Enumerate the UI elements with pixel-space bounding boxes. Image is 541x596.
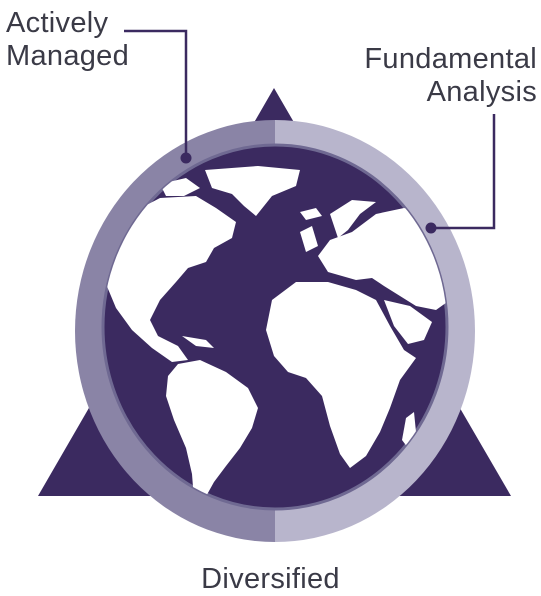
world-map bbox=[104, 166, 447, 509]
british-isles bbox=[300, 226, 318, 252]
north-america bbox=[104, 196, 236, 362]
actively-managed-line-2: Managed bbox=[6, 40, 130, 72]
actively-managed-line-1: Actively bbox=[6, 7, 109, 39]
fundamental-analysis-line-1: Fundamental bbox=[364, 43, 537, 75]
actively-managed-leader-dot bbox=[180, 152, 192, 164]
greenland bbox=[205, 166, 300, 216]
fundamental-analysis-line-2: Analysis bbox=[426, 76, 537, 108]
diversified-label: Diversified bbox=[201, 563, 340, 595]
actively-managed-label: Actively Managed bbox=[6, 7, 176, 73]
caribbean bbox=[182, 336, 214, 348]
scandinavia bbox=[330, 200, 376, 238]
fundamental-analysis-leader-dot bbox=[425, 222, 437, 234]
africa bbox=[266, 282, 416, 468]
fundamental-analysis-leader-line bbox=[433, 114, 496, 230]
actively-managed-leader-line bbox=[124, 29, 188, 156]
iceland bbox=[300, 208, 322, 220]
eurasia bbox=[318, 208, 447, 310]
arabian-peninsula bbox=[384, 300, 432, 344]
fundamental-analysis-label: Fundamental Analysis bbox=[307, 43, 537, 109]
south-america bbox=[166, 360, 258, 509]
